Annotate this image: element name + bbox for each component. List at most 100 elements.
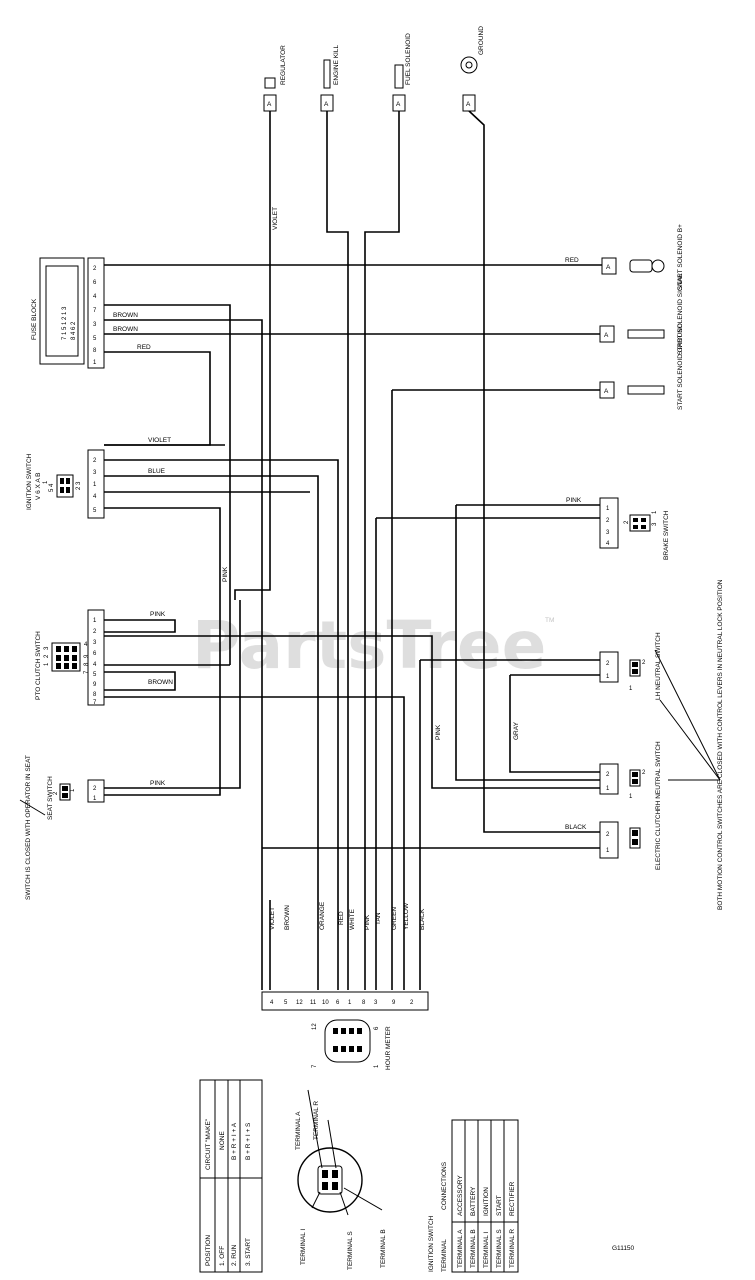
- svg-text:1: 1: [43, 480, 49, 484]
- svg-text:5: 5: [93, 336, 97, 342]
- svg-text:2: 2: [93, 458, 97, 464]
- svg-text:IGNITION: IGNITION: [483, 1187, 490, 1216]
- svg-text:WHITE: WHITE: [349, 908, 356, 930]
- svg-text:2: 2: [606, 772, 610, 778]
- svg-text:3: 3: [652, 522, 658, 526]
- svg-text:3: 3: [93, 322, 97, 328]
- svg-text:TERMINAL A: TERMINAL A: [457, 1229, 464, 1268]
- svg-text:1: 1: [348, 1000, 352, 1006]
- ignition-switch-label: IGNITION SWITCH: [26, 453, 33, 510]
- svg-text:3. START: 3. START: [245, 1238, 252, 1266]
- svg-text:POSITION: POSITION: [205, 1235, 212, 1266]
- svg-text:ACCESSORY: ACCESSORY: [457, 1175, 464, 1216]
- svg-text:GREEN: GREEN: [391, 907, 398, 930]
- svg-text:VIOLET: VIOLET: [269, 907, 276, 930]
- seat-switch-label: SEAT SWITCH: [47, 776, 54, 820]
- svg-text:6: 6: [374, 1026, 380, 1030]
- wire-label-pink-rh: PINK: [435, 724, 442, 740]
- svg-text:2 3: 2 3: [76, 481, 82, 490]
- svg-text:3: 3: [93, 470, 97, 476]
- svg-text:A: A: [604, 332, 609, 339]
- svg-text:A: A: [267, 101, 272, 108]
- svg-text:2: 2: [44, 654, 50, 658]
- svg-text:B + R + I + S: B + R + I + S: [245, 1122, 252, 1160]
- hour-meter-pins: 4 5 12 11 10 6 1 8 3 9 2: [270, 1000, 414, 1006]
- svg-text:8: 8: [93, 692, 97, 698]
- svg-text:3: 3: [44, 646, 50, 650]
- wire-label-pink-vertical: PINK: [222, 566, 229, 582]
- svg-text:CIRCUIT "MAKE": CIRCUIT "MAKE": [205, 1118, 212, 1170]
- svg-text:A: A: [604, 388, 609, 395]
- wire-label-brown-pto: BROWN: [148, 679, 173, 686]
- svg-text:NONE: NONE: [219, 1131, 226, 1150]
- regulator-label: REGULATOR: [280, 45, 287, 85]
- svg-text:5: 5: [93, 672, 97, 678]
- svg-text:4: 4: [270, 1000, 274, 1006]
- rh-neutral-switch-label: RH NEUTRAL SWITCH: [655, 741, 662, 810]
- wire-label-brown-1: BROWN: [113, 312, 138, 319]
- wire-label-black: BLACK: [565, 824, 587, 831]
- terminal-b-label: TERMINAL B: [380, 1229, 387, 1268]
- ignition-switch-table: IGNITION SWITCH TERMINAL CONNECTIONS TER…: [428, 1119, 519, 1273]
- start-solenoid-b-label: START SOLENOID B+: [677, 224, 684, 290]
- fuse-block: 2 6 4 7 3 5 8 1 7 1 5 1 2 1 3 8 4 6 2 FU…: [31, 257, 105, 369]
- svg-text:9: 9: [392, 1000, 396, 1006]
- svg-text:CONNECTIONS: CONNECTIONS: [441, 1161, 448, 1210]
- svg-text:9: 9: [84, 654, 90, 658]
- svg-text:YELLOW: YELLOW: [403, 902, 410, 930]
- svg-text:8: 8: [93, 348, 97, 354]
- hour-meter-wire-labels: VIOLET BROWN ORANGE RED WHITE PINK TAN G…: [269, 901, 426, 930]
- regulator-connector: A REGULATOR: [263, 45, 287, 112]
- svg-text:5 4: 5 4: [49, 483, 55, 492]
- watermark: PartsTree TM: [192, 607, 554, 684]
- watermark-text: PartsTree: [192, 607, 546, 684]
- figure-id: G11150: [612, 1245, 635, 1252]
- svg-text:2: 2: [53, 791, 59, 795]
- svg-text:RED: RED: [338, 911, 345, 925]
- svg-text:PINK: PINK: [364, 914, 371, 930]
- svg-text:START: START: [496, 1195, 503, 1216]
- svg-text:12: 12: [296, 1000, 303, 1006]
- svg-text:8 4 6 2: 8 4 6 2: [71, 321, 77, 340]
- svg-text:ORANGE: ORANGE: [319, 901, 326, 930]
- svg-text:A: A: [396, 101, 401, 108]
- svg-text:3: 3: [374, 1000, 378, 1006]
- ignition-table-title: IGNITION SWITCH: [428, 1215, 435, 1272]
- svg-text:2. RUN: 2. RUN: [231, 1244, 238, 1266]
- svg-text:6: 6: [93, 651, 97, 657]
- svg-text:A: A: [324, 101, 329, 108]
- start-solenoid-ground-label: START SOLENOID GROUND: [677, 323, 684, 410]
- wires: VIOLET BLACK RED BROWN BROWN RED VIOLET …: [19, 110, 721, 900]
- svg-text:1: 1: [93, 796, 97, 802]
- svg-text:2: 2: [606, 518, 610, 524]
- svg-text:4: 4: [93, 494, 97, 500]
- wire-label-blue: BLUE: [148, 468, 166, 475]
- seat-switch-note: SWITCH IS CLOSED WITH OPERATOR IN SEAT: [25, 755, 32, 900]
- brake-switch: 1 2 3 4 2 3 1 BRAKE SWITCH: [599, 497, 670, 560]
- svg-text:8: 8: [362, 1000, 366, 1006]
- wire-label-violet-top: VIOLET: [272, 207, 279, 230]
- svg-text:8: 8: [84, 662, 90, 666]
- svg-text:2: 2: [606, 832, 610, 838]
- ground-connector: A GROUND: [460, 26, 485, 112]
- svg-text:1: 1: [606, 786, 610, 792]
- svg-text:1: 1: [652, 510, 658, 514]
- wire-label-pink-pto: PINK: [150, 611, 166, 618]
- svg-text:6: 6: [93, 280, 97, 286]
- fuse-block-label: FUSE BLOCK: [31, 298, 38, 340]
- svg-text:1: 1: [629, 794, 633, 800]
- ignition-switch-pins-label: V 6 X A B: [35, 473, 42, 500]
- engine-kill-connector: A ENGINE KILL: [320, 45, 340, 112]
- svg-text:4: 4: [93, 662, 97, 668]
- hour-meter-wire-lines: [261, 900, 421, 990]
- svg-text:1: 1: [629, 686, 633, 692]
- terminal-a-label: TERMINAL A: [295, 1111, 302, 1150]
- svg-text:1: 1: [93, 360, 97, 366]
- svg-text:9: 9: [93, 682, 97, 688]
- svg-text:10: 10: [322, 1000, 329, 1006]
- svg-text:BOTH MOTION CONTROL SWITCHES A: BOTH MOTION CONTROL SWITCHES ARE CLOSED …: [717, 579, 724, 910]
- svg-text:2: 2: [93, 629, 97, 635]
- ground-label: GROUND: [478, 26, 485, 55]
- svg-text:1: 1: [374, 1064, 380, 1068]
- start-solenoid-b: A START SOLENOID B+: [601, 224, 684, 290]
